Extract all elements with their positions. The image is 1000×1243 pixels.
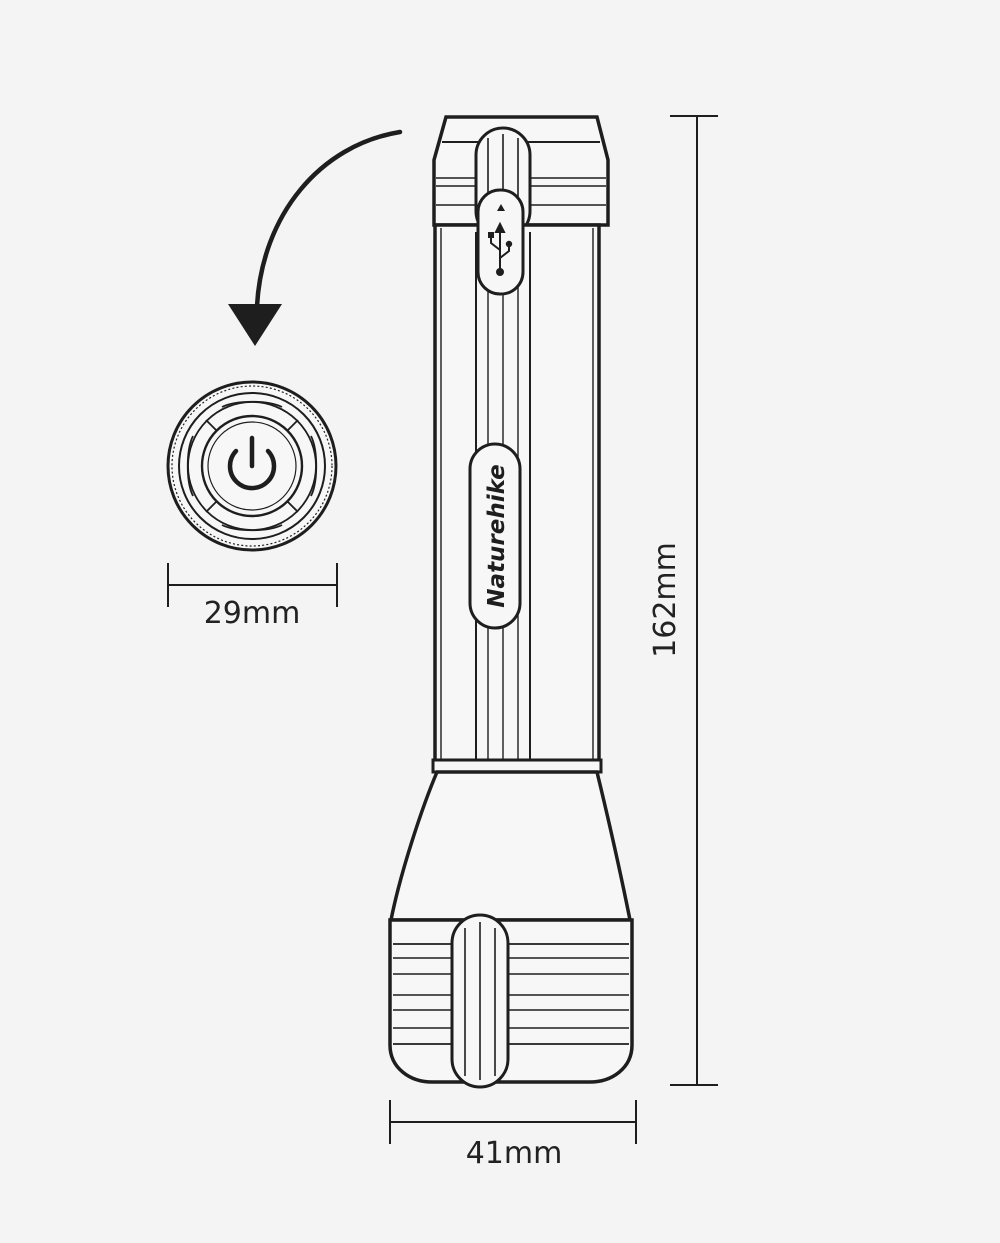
height-label: 162mm [648, 542, 683, 658]
flashlight-body [388, 115, 634, 1089]
cap-width-dimension [167, 563, 338, 607]
power-icon [227, 435, 277, 491]
curved-arrow-icon [228, 129, 403, 346]
head-width-dimension [389, 1100, 637, 1144]
head-width-label: 41mm [466, 1136, 563, 1171]
height-dimension [670, 115, 718, 1086]
end-cap-view [166, 380, 338, 552]
usb-icon [488, 221, 513, 276]
cap-width-label: 29mm [204, 596, 301, 631]
brand-logo: Naturehike [484, 464, 510, 607]
